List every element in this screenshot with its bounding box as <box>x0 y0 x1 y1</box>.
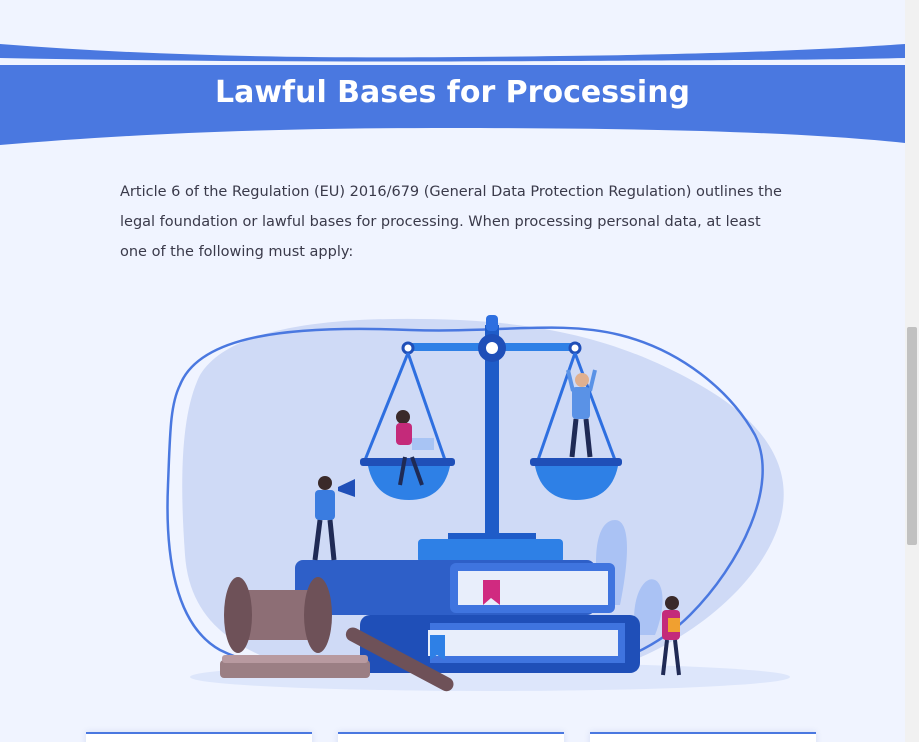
lawful-basis-card <box>86 732 312 742</box>
lawful-basis-card <box>590 732 816 742</box>
title-banner <box>0 44 905 145</box>
scrollbar-thumb[interactable] <box>907 327 917 545</box>
section-title: Lawful Bases for Processing <box>214 75 691 110</box>
lawful-basis-card <box>338 732 564 742</box>
intro-paragraph: Article 6 of the Regulation (EU) 2016/67… <box>120 184 782 260</box>
scrollbar-track[interactable] <box>905 0 919 742</box>
justice-scale-illustration <box>166 315 790 692</box>
